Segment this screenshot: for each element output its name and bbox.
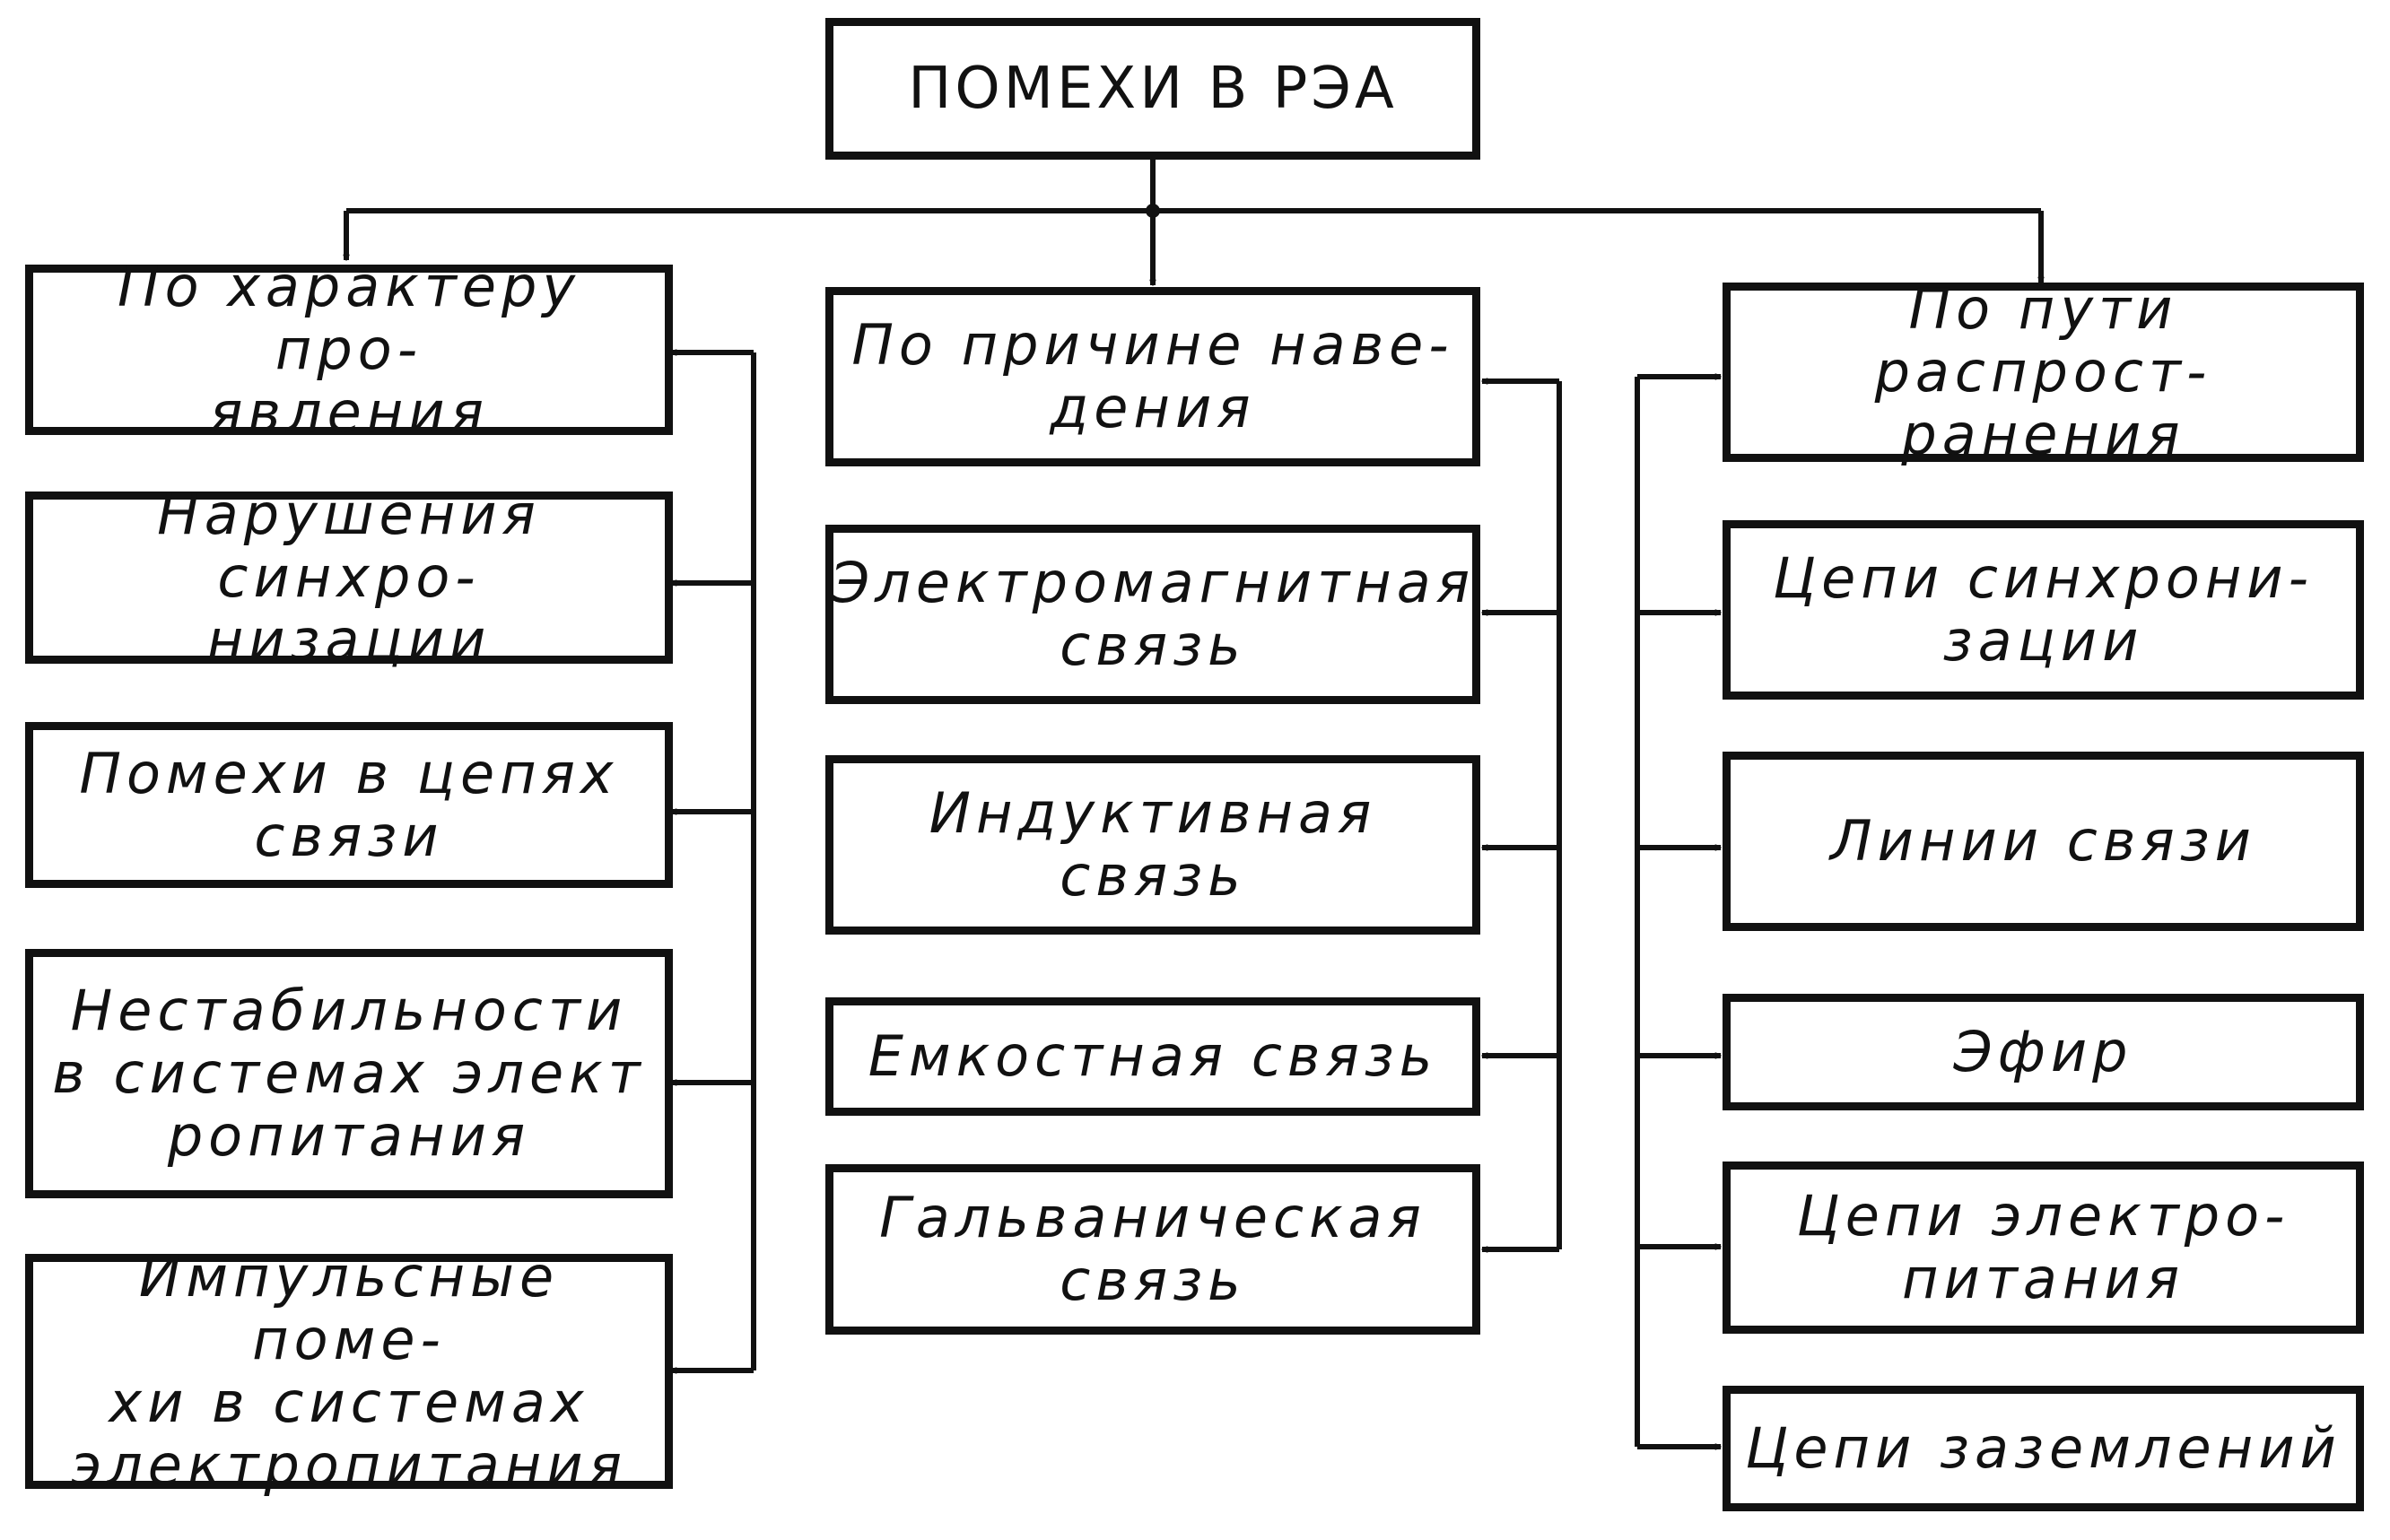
left-item-box: Нарушения синхро- низации: [25, 483, 673, 672]
left-item-label: Импульсные поме- хи в системах электропи…: [71, 1244, 627, 1498]
right-header-label: По пути распрост- ранения: [1874, 276, 2212, 467]
right-item-label: Цепи электро- питания: [1796, 1183, 2290, 1311]
right-item-label: Эфир: [1953, 1019, 2133, 1084]
right-item-label: Цепи заземлений: [1745, 1415, 2342, 1481]
middle-item-box: Гальваническая связь: [825, 1164, 1480, 1335]
right-item-box: Линии связи: [1723, 752, 2364, 931]
right-item-box: Эфир: [1723, 994, 2364, 1110]
root-box: ПОМЕХИ В РЭА: [825, 18, 1480, 160]
right-item-box: Цепи электро- питания: [1723, 1162, 2364, 1334]
right-item-box: Цепи заземлений: [1723, 1386, 2364, 1511]
right-item-label: Линии связи: [1830, 808, 2256, 874]
middle-item-label: Электромагнитная связь: [830, 550, 1476, 678]
middle-item-box: Емкостная связь: [825, 997, 1480, 1116]
left-item-box: Нестабильности в системах элект ропитани…: [25, 949, 673, 1198]
left-item-label: Нестабильности в системах элект ропитани…: [52, 978, 646, 1169]
right-item-label: Цепи синхрони- зации: [1773, 545, 2314, 674]
left-item-label: Нарушения синхро- низации: [157, 482, 541, 673]
root-label: ПОМЕХИ В РЭА: [908, 56, 1398, 122]
left-header-box: По характеру про- явления: [25, 256, 673, 444]
left-header-label: По характеру про- явления: [117, 254, 581, 445]
middle-item-box: Электромагнитная связь: [825, 525, 1480, 704]
left-item-box: Помехи в цепях связи: [25, 722, 673, 888]
middle-header-box: По причине наве- дения: [825, 287, 1480, 466]
middle-item-box: Индуктивная связь: [825, 755, 1480, 935]
middle-item-label: Индуктивная связь: [929, 780, 1377, 909]
middle-header-label: По причине наве- дения: [851, 312, 1454, 440]
left-item-label: Помехи в цепях связи: [79, 740, 619, 869]
right-header-box: По пути распрост- ранения: [1723, 278, 2364, 466]
right-item-box: Цепи синхрони- зации: [1723, 520, 2364, 700]
middle-item-label: Емкостная связь: [868, 1023, 1438, 1089]
left-item-box: Импульсные поме- хи в системах электропи…: [25, 1246, 673, 1497]
middle-item-label: Гальваническая связь: [879, 1185, 1426, 1313]
